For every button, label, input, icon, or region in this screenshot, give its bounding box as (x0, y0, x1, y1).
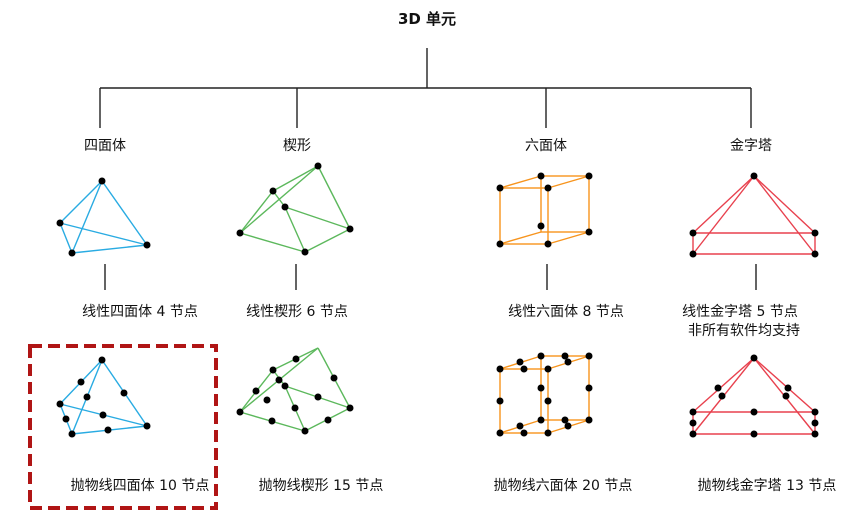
category-wedge: 楔形 (283, 138, 311, 154)
label-linear-wedge: 线性楔形 6 节点 (246, 304, 348, 320)
linear-pyramid-nodes (689, 172, 819, 258)
quadratic-tetra-nodes (56, 356, 151, 438)
linear-pyramid-shape (692, 175, 816, 255)
linear-tetra-nodes (56, 177, 151, 257)
diagram-title: 3D 单元 (397, 10, 457, 28)
linear-hexa-shape (499, 175, 590, 245)
linear-wedge-nodes (236, 162, 354, 256)
quadratic-wedge-nodes (236, 355, 354, 435)
label-quadratic-hexa: 抛物线六面体 20 节点 (493, 478, 633, 494)
tree-connectors (99, 48, 757, 290)
highlight-box (28, 344, 218, 510)
linear-hexa-nodes (496, 172, 593, 248)
label-quadratic-tetra: 抛物线四面体 10 节点 (70, 478, 210, 494)
category-tetra: 四面体 (84, 138, 126, 154)
quadratic-pyramid-shape (692, 357, 816, 435)
label-quadratic-pyramid: 抛物线金字塔 13 节点 (697, 478, 837, 494)
label-quadratic-wedge: 抛物线楔形 15 节点 (258, 478, 384, 494)
quadratic-pyramid-nodes (689, 354, 819, 438)
linear-tetra-shape (59, 180, 148, 254)
category-hexa: 六面体 (525, 138, 567, 154)
quadratic-hexa-nodes (496, 352, 593, 437)
label-linear-pyramid-note: 非所有软件均支持 (688, 323, 800, 339)
linear-wedge-shape (239, 165, 351, 253)
quadratic-hexa-shape (499, 355, 590, 434)
category-pyramid: 金字塔 (730, 138, 772, 154)
label-linear-pyramid: 线性金字塔 5 节点 (682, 304, 798, 320)
label-linear-tetra: 线性四面体 4 节点 (82, 304, 198, 320)
label-linear-hexa: 线性六面体 8 节点 (508, 304, 624, 320)
quadratic-tetra-shape (59, 359, 148, 435)
